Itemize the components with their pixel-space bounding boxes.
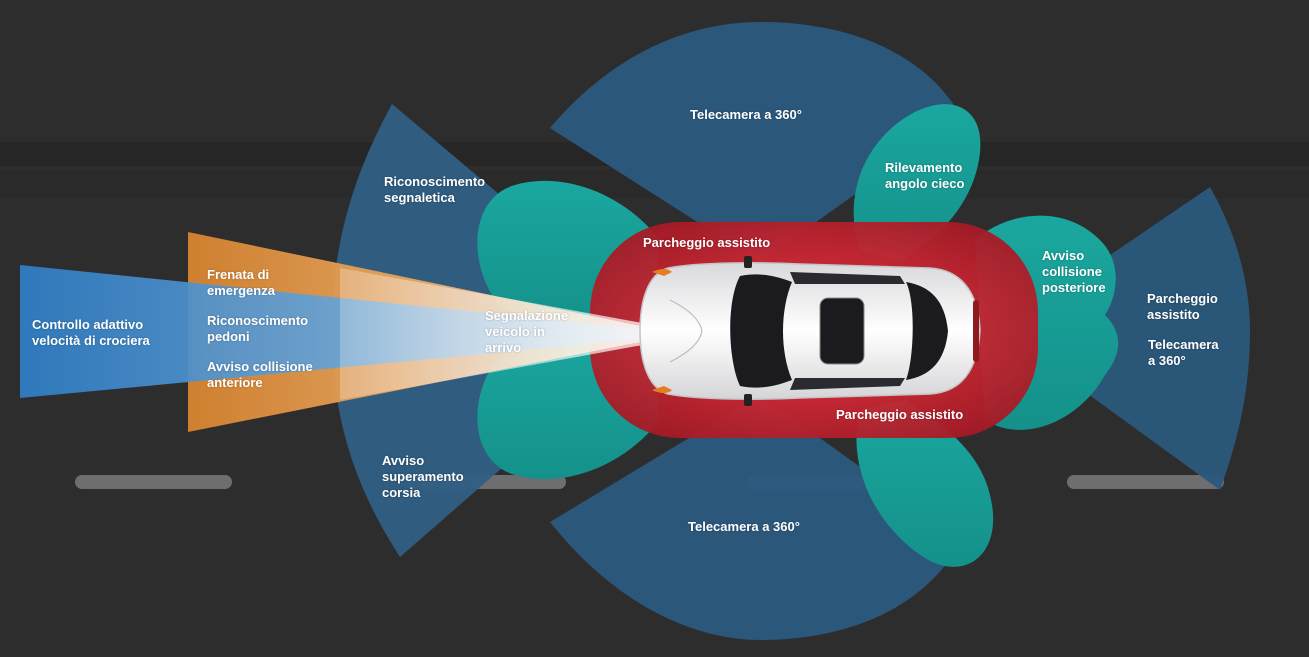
label-camera-360-top: Telecamera a 360° (690, 107, 802, 122)
camera-360-bottom-zone (550, 395, 962, 640)
lane-marking (75, 475, 232, 489)
car-hood-crease (669, 299, 703, 363)
label-rear-parking-assist: Parcheggio assistito (1147, 291, 1218, 322)
car-windshield (730, 274, 792, 388)
blind-spot-lower-lobe (856, 400, 994, 567)
car-headlight-top (652, 269, 672, 276)
car-sunroof (819, 297, 865, 365)
label-parking-assist-bottom: Parcheggio assistito (836, 407, 964, 422)
label-rear-collision: Avviso collisione posteriore (1042, 248, 1106, 295)
car (639, 256, 981, 406)
car-side-window-bottom (790, 378, 905, 390)
rear-sensor-zone (1000, 187, 1250, 490)
front-camera-beam (340, 268, 648, 400)
car-rear-window (906, 282, 948, 380)
label-sign-recognition: Riconoscimento segnaletica (384, 174, 486, 205)
label-camera-360-bottom: Telecamera a 360° (688, 519, 800, 534)
lane-marking (1067, 475, 1224, 489)
label-adaptive-cruise: Controllo adattivo velocità di crociera (32, 317, 150, 348)
label-emergency-braking: Frenata di emergenza (207, 267, 275, 298)
label-parking-assist-top: Parcheggio assistito (643, 235, 771, 250)
label-blind-spot: Rilevamento angolo cieco (885, 160, 965, 191)
label-pedestrian-recognition: Riconoscimento pedoni (207, 313, 309, 344)
label-front-collision: Avviso collisione anteriore (207, 359, 313, 390)
car-mirror-top (744, 256, 752, 268)
car-side-window-top (790, 272, 905, 284)
car-taillight (973, 300, 979, 362)
adaptive-cruise-zone (20, 265, 652, 398)
car-headlight-bottom (652, 386, 672, 393)
car-mirror-bottom (744, 394, 752, 406)
car-body (639, 262, 981, 400)
label-lane-departure: Avviso superamento corsia (382, 453, 464, 500)
label-cross-traffic: Segnalazione veicolo in arrivo (485, 308, 569, 355)
label-rear-camera-360: Telecamera a 360° (1148, 337, 1219, 368)
camera-360-top-zone (550, 22, 962, 262)
